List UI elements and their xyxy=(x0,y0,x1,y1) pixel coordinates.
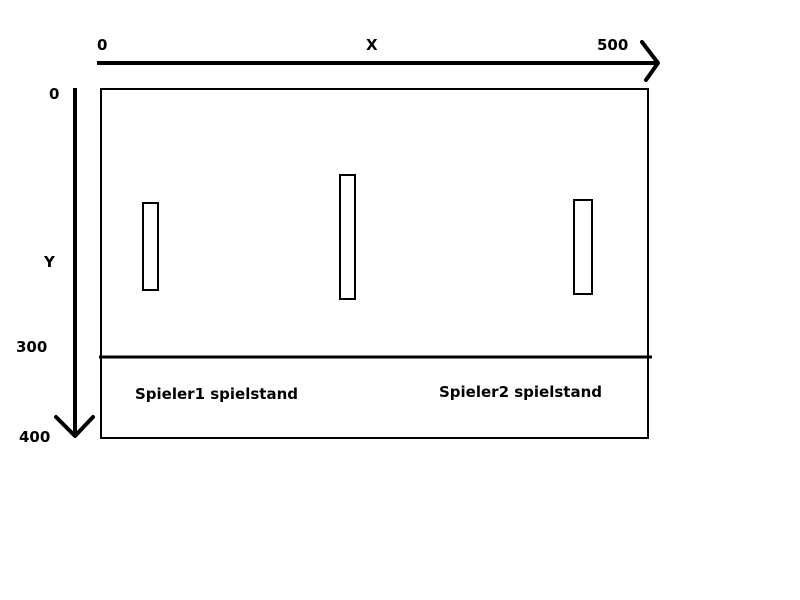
left-paddle xyxy=(142,202,159,291)
player2-score-label: Spieler2 spielstand xyxy=(439,383,602,401)
center-object xyxy=(339,174,356,300)
y-axis-start-label: 0 xyxy=(49,85,59,103)
right-paddle xyxy=(573,199,593,295)
y-axis: 0 Y 300 400 xyxy=(16,85,95,446)
x-axis: 0 X 500 xyxy=(97,36,660,82)
x-axis-start-label: 0 xyxy=(97,36,107,54)
x-axis-label: X xyxy=(366,36,378,54)
y-axis-mid-label: 300 xyxy=(16,338,47,356)
y-axis-end-label: 400 xyxy=(19,428,50,446)
y-axis-label: Y xyxy=(43,253,56,271)
game-field-border xyxy=(100,88,649,439)
x-axis-end-label: 500 xyxy=(597,36,628,54)
x-axis-arrowhead xyxy=(640,40,660,82)
player1-score-label: Spieler1 spielstand xyxy=(135,385,298,403)
y-axis-arrowhead xyxy=(54,415,95,438)
